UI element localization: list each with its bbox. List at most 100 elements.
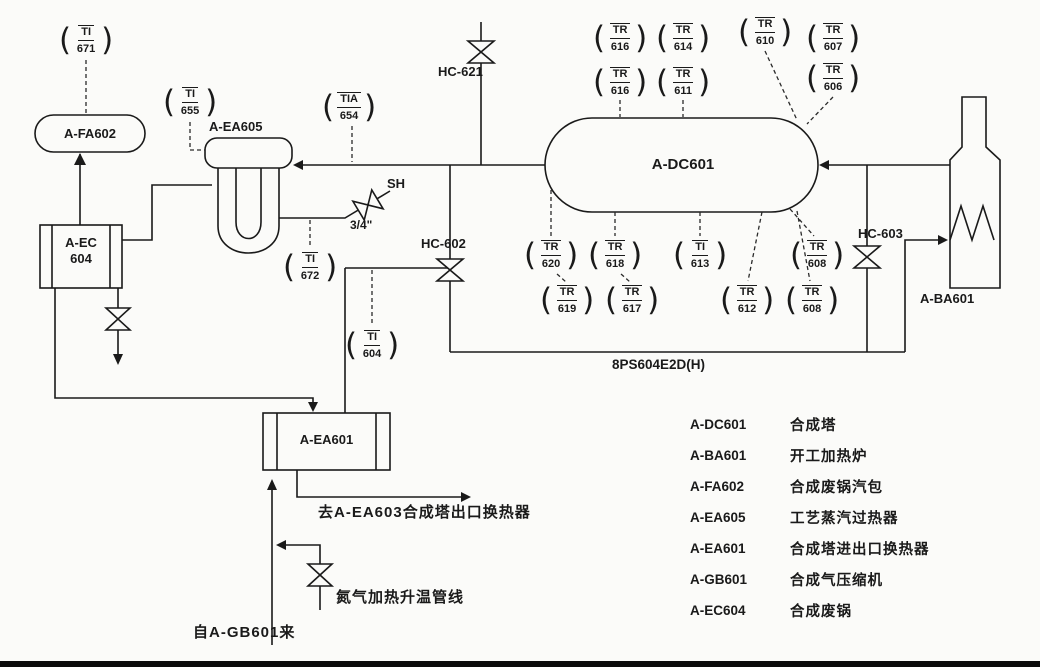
tag-dc601: A-DC601: [651, 156, 715, 173]
label-8ps-line: 8PS604E2D(H): [612, 357, 706, 372]
legend-row-ec604: A-EC604 合成废锅: [690, 595, 980, 626]
vessel-fa602-drum: [34, 114, 146, 153]
instrument-tag: TR: [754, 16, 776, 33]
legend-row-fa602: A-FA602 合成废锅汽包: [690, 471, 980, 502]
instrument-tag: TI: [182, 86, 198, 103]
pipe-ba601-feed: [904, 239, 938, 352]
vessel-ec604-waste-boiler: [39, 224, 123, 289]
instrument-number: 614: [673, 40, 693, 53]
vessel-ea601-exchanger: [262, 412, 391, 471]
instrument-number: 604: [362, 347, 382, 360]
instrument-number: 617: [622, 302, 642, 315]
instrument-tag: TR: [609, 22, 631, 39]
scan-edge-artifact: [0, 661, 1040, 667]
arrow-from-gb601-up: [267, 479, 277, 490]
arrow-into-ba601: [938, 235, 948, 245]
tag-ba601: A-BA601: [920, 291, 975, 306]
legend-name: 开工加热炉: [790, 449, 868, 465]
instrument-tag: TI: [364, 329, 380, 346]
arrow-into-ea601-top: [308, 402, 318, 412]
equipment-legend: A-DC601 合成塔 A-BA601 开工加热炉 A-FA602 合成废锅汽包 A-…: [690, 409, 980, 626]
arrow-into-fa602: [74, 153, 86, 165]
instrument-tag: TR: [806, 239, 828, 256]
legend-name: 合成废锅汽包: [790, 480, 883, 496]
valve-hc602: [434, 258, 466, 282]
instrument-tag: TR: [672, 66, 694, 83]
instrument-tag: TR: [672, 22, 694, 39]
instrument-tag: TR: [736, 284, 758, 301]
instrument-number: 611: [674, 84, 692, 97]
tag-ec604-line1: A-EC: [65, 235, 97, 250]
legend-name: 合成气压缩机: [790, 573, 883, 589]
annotation-nitrogen: 氮气加热升温管线: [336, 589, 465, 606]
tag-hc621: HC-621: [438, 64, 483, 79]
legend-row-ea605: A-EA605 工艺蒸汽过热器: [690, 502, 980, 533]
arrow-into-ea605: [293, 160, 303, 170]
legend-name: 合成塔: [790, 418, 837, 434]
instrument-number: 608: [802, 302, 822, 315]
legend-code: A-EA605: [690, 510, 746, 525]
instrument-number: 613: [690, 257, 710, 270]
tag-hc602: HC-602: [421, 236, 466, 251]
label-valve-size: 3/4": [350, 218, 373, 232]
instrument-tag: TR: [621, 284, 643, 301]
legend-name: 合成废锅: [790, 604, 852, 620]
legend-code: A-EA601: [690, 541, 746, 556]
pipe-ea605-ec604: [122, 184, 212, 241]
valve-sh-3-4in: [351, 187, 385, 223]
instrument-number: 610: [755, 34, 775, 47]
legend-code: A-DC601: [690, 417, 747, 432]
instrument-tag: TR: [822, 22, 844, 39]
instrument-number: 618: [605, 257, 625, 270]
arrow-drain-down: [113, 354, 123, 365]
furnace-ba601: [949, 96, 1001, 289]
tag-ea601: A-EA601: [299, 432, 354, 447]
instrument-number: 672: [300, 269, 320, 282]
instrument-number: 619: [557, 302, 577, 315]
instrument-number: 655: [180, 104, 200, 117]
legend-code: A-BA601: [690, 448, 747, 463]
legend-code: A-FA602: [690, 479, 745, 494]
u-tube: [235, 168, 262, 240]
tag-fa602: A-FA602: [63, 126, 117, 141]
instrument-tag: TR: [604, 239, 626, 256]
instrument-lead-lines: [85, 50, 834, 326]
valve-hc621: [465, 40, 497, 64]
instrument-number: 620: [541, 257, 561, 270]
legend-code: A-EC604: [690, 603, 746, 618]
pipe-ec604-to-ea601: [54, 288, 314, 404]
furnace-coil: [949, 203, 995, 243]
arrow-into-dc601: [819, 160, 829, 170]
instrument-tag: TR: [801, 284, 823, 301]
legend-code: A-GB601: [690, 572, 748, 587]
legend-name: 工艺蒸汽过热器: [790, 511, 899, 527]
instrument-tag: TR: [609, 66, 631, 83]
instrument-tag: TI: [692, 239, 708, 256]
valve-nitrogen: [305, 563, 335, 587]
instrument-number: 616: [610, 84, 630, 97]
label-sh: SH: [387, 176, 406, 191]
instrument-tag: TI: [302, 251, 318, 268]
arrow-nitrogen-tiein: [276, 540, 286, 550]
tag-ea605: A-EA605: [209, 119, 263, 134]
valve-hc603: [851, 245, 883, 269]
